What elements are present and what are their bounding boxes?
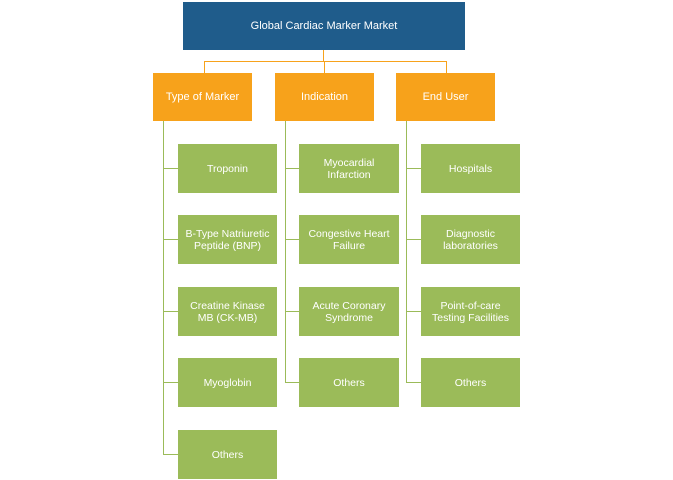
branch-col1-1 [285, 239, 299, 240]
branch-col2-3 [406, 382, 421, 383]
connector-cat-0 [204, 61, 205, 73]
branch-col0-0 [163, 168, 178, 169]
connector-categories-bar [204, 61, 447, 62]
branch-col1-3 [285, 382, 299, 383]
branch-col0-3 [163, 382, 178, 383]
category-type-of-marker: Type of Marker [153, 73, 252, 121]
branch-col1-0 [285, 168, 299, 169]
leaf-myoglobin: Myoglobin [178, 358, 277, 407]
branch-col2-2 [406, 311, 421, 312]
branch-col0-4 [163, 454, 178, 455]
tree-line-col-0 [163, 121, 164, 454]
branch-col0-2 [163, 311, 178, 312]
leaf-bnp: B-Type Natriuretic Peptide (BNP) [178, 215, 277, 264]
leaf-ck-mb: Creatine Kinase MB (CK-MB) [178, 287, 277, 336]
root-node: Global Cardiac Marker Market [183, 2, 465, 50]
connector-cat-2 [446, 61, 447, 73]
branch-col1-2 [285, 311, 299, 312]
leaf-diagnostic-laboratories: Diagnostic laboratories [421, 215, 520, 264]
leaf-end-user-others: Others [421, 358, 520, 407]
connector-root-down [323, 50, 324, 61]
leaf-hospitals: Hospitals [421, 144, 520, 193]
category-indication: Indication [275, 73, 374, 121]
branch-col2-1 [406, 239, 421, 240]
leaf-myocardial-infarction: Myocardial Infarction [299, 144, 399, 193]
connector-cat-1 [324, 61, 325, 73]
tree-line-col-1 [285, 121, 286, 383]
leaf-marker-others: Others [178, 430, 277, 479]
branch-col2-0 [406, 168, 421, 169]
leaf-congestive-heart-failure: Congestive Heart Failure [299, 215, 399, 264]
leaf-acute-coronary-syndrome: Acute Coronary Syndrome [299, 287, 399, 336]
category-end-user: End User [396, 73, 495, 121]
tree-line-col-2 [406, 121, 407, 383]
leaf-point-of-care: Point-of-care Testing Facilities [421, 287, 520, 336]
leaf-troponin: Troponin [178, 144, 277, 193]
leaf-indication-others: Others [299, 358, 399, 407]
branch-col0-1 [163, 239, 178, 240]
